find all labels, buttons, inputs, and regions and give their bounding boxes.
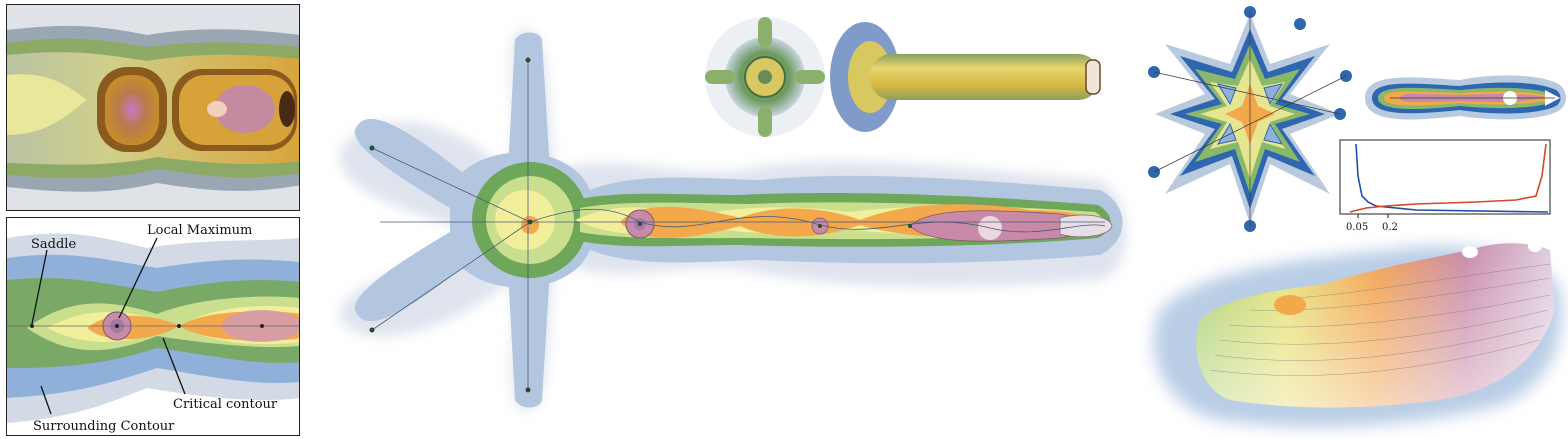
saddle-label: Saddle <box>31 237 76 252</box>
rendered-shapes <box>705 17 1101 137</box>
local-maximum-leader <box>118 237 158 319</box>
persistence-plot: 0.05 0.2 <box>1339 139 1551 232</box>
local-maximum-label: Local Maximum <box>147 223 252 238</box>
elongated-shape <box>830 22 1101 132</box>
critical-contour-leader <box>162 337 186 395</box>
shaded-contour-panel <box>6 4 300 211</box>
star-outer <box>1155 14 1340 224</box>
saddle-leader <box>31 249 48 325</box>
saddle-point <box>30 324 34 328</box>
labeled-contour-panel: Saddle Local Maximum Critical contour Su… <box>6 217 300 436</box>
surrounding-contour-leader <box>40 385 52 415</box>
labeled-contour-diagram: Saddle Local Maximum Critical contour Su… <box>7 218 299 435</box>
critical-saddle-point <box>177 324 181 328</box>
surrounding-contour-label: Surrounding Contour <box>33 419 175 434</box>
contour-tree-panel <box>320 0 1140 439</box>
series-blue <box>1355 143 1549 213</box>
tick-label-1: 0.2 <box>1382 222 1398 232</box>
skeleton-nodes <box>369 57 912 393</box>
star-contour-panel <box>1140 4 1360 234</box>
critical-contour-label: Critical contour <box>173 397 278 412</box>
right-maximum-point <box>260 324 264 328</box>
terrain-contours <box>1209 263 1551 376</box>
tick-label-0: 0.05 <box>1346 222 1368 232</box>
rendered-shapes-panel <box>690 12 1110 142</box>
contour-tree-diagram <box>339 30 1127 410</box>
terrain-surface <box>1153 240 1562 427</box>
maximum-point <box>115 324 119 328</box>
terrain-surface-panel <box>1140 230 1568 439</box>
small-contour-panel <box>1360 60 1568 135</box>
radial-shape <box>705 17 825 137</box>
star-holes <box>1216 83 1284 145</box>
plot-frame <box>1339 139 1551 215</box>
persistence-plot-panel: 0.05 0.2 <box>1336 136 1564 232</box>
small-contour-diagram <box>1365 75 1566 120</box>
star-contour-diagram <box>1148 6 1352 232</box>
star-skeleton <box>1153 12 1347 226</box>
shaded-contour-image <box>7 5 299 210</box>
series-red <box>1349 143 1547 213</box>
